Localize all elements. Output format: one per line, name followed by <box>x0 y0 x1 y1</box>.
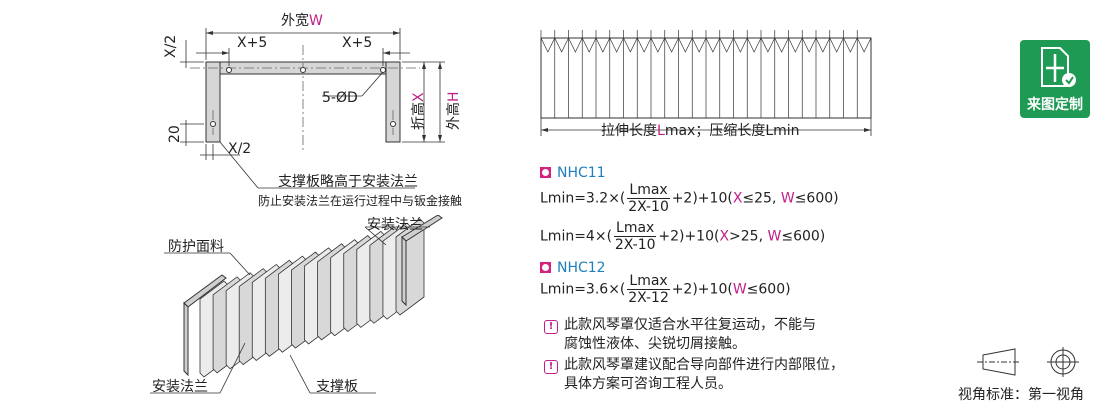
f1-x: X <box>732 190 743 207</box>
fold-label: 折高 <box>411 102 427 130</box>
f1-w: W <box>780 190 795 207</box>
pleat-top <box>678 37 693 53</box>
f2-den: 2X-10 <box>614 237 656 253</box>
f1-pre: Lmin=3.2×( <box>540 190 626 207</box>
pleat-top <box>774 37 789 53</box>
pleat-top <box>664 37 679 53</box>
nhc11-title: NHC11 <box>557 165 606 181</box>
pleat-top <box>623 37 638 53</box>
note-2-line-2: 具体方案可咨询工程人员。 <box>564 376 732 392</box>
support-plate-label: 支撑板 <box>316 379 358 395</box>
f2-cond1: >25, <box>729 228 764 245</box>
f2-w: W <box>767 228 782 245</box>
pleat-top <box>760 37 776 53</box>
f3-num: Lmax <box>627 273 670 290</box>
f3-pre: Lmin=3.6×( <box>540 281 626 298</box>
x-plus-5-right-label: X+5 <box>342 35 373 51</box>
width-label: 外宽 <box>281 13 309 29</box>
support-note-sub: 防止安装法兰在运行过程中与钣金接触 <box>258 194 463 208</box>
f1-mid: +2)+10( <box>671 190 733 207</box>
first-angle-projection-icon <box>977 347 1079 377</box>
pleat-top <box>733 37 748 53</box>
note-2: ! 此款风琴罩建议配合导向部件进行内部限位， 具体方案可咨询工程人员。 <box>544 356 844 394</box>
note-1: ! 此款风琴罩仅适合水平往复运动，不能与 腐蚀性液体、尖锐切屑接触。 <box>544 316 816 354</box>
pleat-top <box>856 37 872 53</box>
length-label-a: 拉伸长度 <box>601 123 657 139</box>
section-square-icon <box>540 167 551 178</box>
half-x-label-bottom: X/2 <box>228 141 252 157</box>
pleat-top <box>719 37 734 53</box>
pleat-top <box>540 37 556 53</box>
f3-cond: ≤600) <box>746 281 791 298</box>
cover-material-label: 防护面料 <box>168 239 224 255</box>
length-label-tail: max；压缩长度Lmin <box>664 123 800 139</box>
pleat-top <box>568 37 583 53</box>
f1-num: Lmax <box>627 182 670 199</box>
f2-num: Lmax <box>614 220 657 237</box>
pleat-top <box>843 37 858 53</box>
f2-mid: +2)+10( <box>658 228 720 245</box>
length-label: 拉伸长度Lmax；压缩长度Lmin <box>601 120 800 140</box>
width-var: W <box>309 13 323 29</box>
side-view-bellows <box>540 30 872 136</box>
note-2-line-1: 此款风琴罩建议配合导向部件进行内部限位， <box>564 357 844 373</box>
pleat-top <box>788 37 803 53</box>
pleat-top <box>705 37 721 53</box>
f2-pre: Lmin=4×( <box>540 228 613 245</box>
section-square-icon <box>540 262 551 273</box>
pleat-top <box>581 37 597 53</box>
view-standard-label: 视角标准：第一视角 <box>958 387 1084 403</box>
pleat-top <box>650 37 666 53</box>
outer-height-label: 外高H <box>443 91 463 130</box>
pleat-top <box>815 37 831 53</box>
pleat-top <box>691 37 707 53</box>
nhc12-heading: NHC12 <box>540 260 606 276</box>
note-1-line-1: 此款风琴罩仅适合水平往复运动，不能与 <box>564 317 816 333</box>
fold-height-label: 折高X <box>408 92 428 130</box>
pleat-top <box>554 37 569 53</box>
pleat-top <box>636 37 652 53</box>
document-icon <box>1041 47 1076 87</box>
half-x-label-left: X/2 <box>163 34 179 58</box>
f1-cond1: ≤25, <box>742 190 777 207</box>
f3-den: 2X-12 <box>628 290 669 306</box>
flange-bottom-label: 安装法兰 <box>152 379 208 395</box>
f2-cond2: ≤600) <box>781 228 826 245</box>
isometric-bellows-drawing <box>150 215 443 394</box>
width-dimension-label: 外宽W <box>281 10 323 30</box>
f1-cond2: ≤600) <box>794 190 839 207</box>
front-dimension-drawing <box>180 28 445 189</box>
length-var-a: L <box>657 123 665 139</box>
height-label: 外高 <box>446 102 462 130</box>
nhc12-title: NHC12 <box>557 260 606 276</box>
f2-x: X <box>719 228 730 245</box>
height-var: H <box>446 91 462 102</box>
support-note-main: 支撑板略高于安装法兰 <box>278 174 418 190</box>
fold-var: X <box>411 92 427 102</box>
pleat-top <box>829 37 844 53</box>
dim-20-label: 20 <box>167 125 183 143</box>
pleat-top <box>801 37 817 53</box>
hole-label: 5-ØD <box>322 90 358 106</box>
nhc11-heading: NHC11 <box>540 165 606 181</box>
badge-label: 来图定制 <box>1027 97 1083 113</box>
f1-den: 2X-10 <box>628 199 669 215</box>
x-plus-5-left-label: X+5 <box>237 35 268 51</box>
pleat-top <box>609 37 624 53</box>
note-1-line-2: 腐蚀性液体、尖锐切屑接触。 <box>564 336 746 352</box>
pleat-top <box>746 37 762 53</box>
custom-drawing-badge[interactable]: 来图定制 <box>1020 40 1090 118</box>
f3-mid: +2)+10( <box>671 281 733 298</box>
f3-w: W <box>732 281 747 298</box>
warning-icon: ! <box>544 360 558 374</box>
warning-icon: ! <box>544 320 558 334</box>
pleat-top <box>595 37 611 53</box>
flange-top-label: 安装法兰 <box>367 217 423 233</box>
